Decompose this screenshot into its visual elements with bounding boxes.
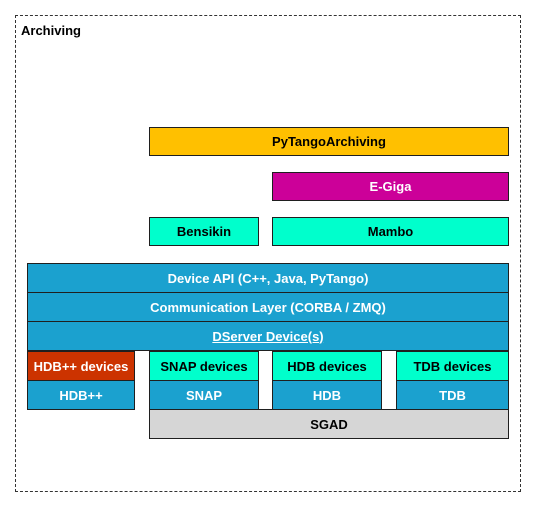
bensikin-box: Bensikin [149,217,259,246]
pytango-archiving-box: PyTangoArchiving [149,127,509,156]
device-api-box: Device API (C++, Java, PyTango) [27,263,509,293]
snap-box: SNAP [149,380,259,410]
communication-layer-box: Communication Layer (CORBA / ZMQ) [27,292,509,322]
hdb-box: HDB [272,380,382,410]
mambo-box: Mambo [272,217,509,246]
hdbpp-box: HDB++ [27,380,135,410]
sgad-box: SGAD [149,409,509,439]
hdbpp-devices-box: HDB++ devices [27,351,135,381]
snap-devices-box: SNAP devices [149,351,259,381]
frame-title: Archiving [21,23,81,38]
archiving-frame [15,15,521,492]
hdb-devices-box: HDB devices [272,351,382,381]
tdb-devices-box: TDB devices [396,351,509,381]
dserver-devices-box: DServer Device(s) [27,321,509,351]
egiga-box: E-Giga [272,172,509,201]
tdb-box: TDB [396,380,509,410]
